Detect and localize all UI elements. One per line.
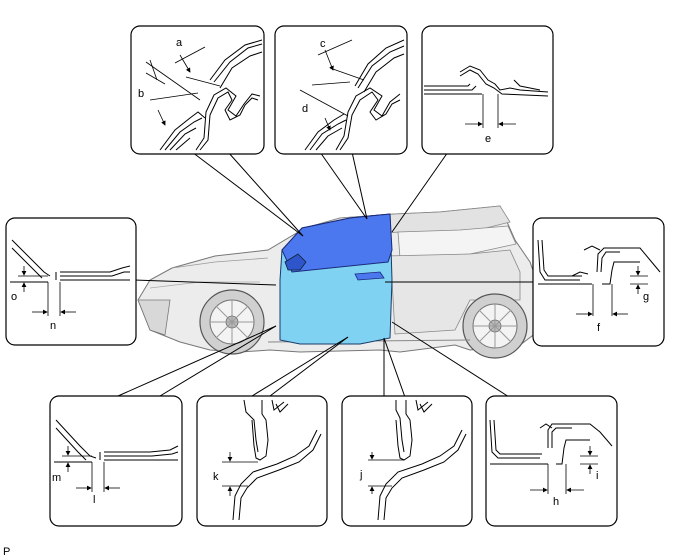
figure-code: P xyxy=(3,546,11,558)
label-f: f xyxy=(597,322,601,334)
label-c: c xyxy=(320,38,326,50)
label-k: k xyxy=(213,471,219,483)
label-o: o xyxy=(11,291,17,303)
label-b: b xyxy=(138,88,144,100)
label-h: h xyxy=(553,496,559,508)
label-a: a xyxy=(176,37,183,49)
rear-wheel xyxy=(462,293,528,359)
callout-rear-fender-gap: f g xyxy=(532,217,665,347)
callout-front-door-glass-rear-gap: c d xyxy=(274,25,408,155)
callout-rocker-front-gap: k xyxy=(196,395,328,527)
label-m: m xyxy=(52,472,61,484)
label-g: g xyxy=(643,291,649,303)
callout-roof-rear-gap: e xyxy=(421,25,554,155)
label-j: j xyxy=(359,469,362,481)
leader-lines xyxy=(117,151,535,405)
label-l: l xyxy=(93,494,95,506)
car-illustration xyxy=(137,205,541,359)
callout-front-door-glass-upper-gap: a b xyxy=(130,25,265,155)
callout-rocker-rear-gap: j xyxy=(341,395,473,527)
label-d: d xyxy=(302,103,308,115)
label-e: e xyxy=(485,133,491,145)
callout-front-fender-gap: o n xyxy=(5,217,137,346)
callout-front-lower-gap: m l xyxy=(49,395,183,527)
label-i: i xyxy=(596,470,598,482)
label-n: n xyxy=(50,320,56,332)
callout-rear-lower-gap: h i xyxy=(485,395,618,527)
front-wheel xyxy=(199,289,265,355)
